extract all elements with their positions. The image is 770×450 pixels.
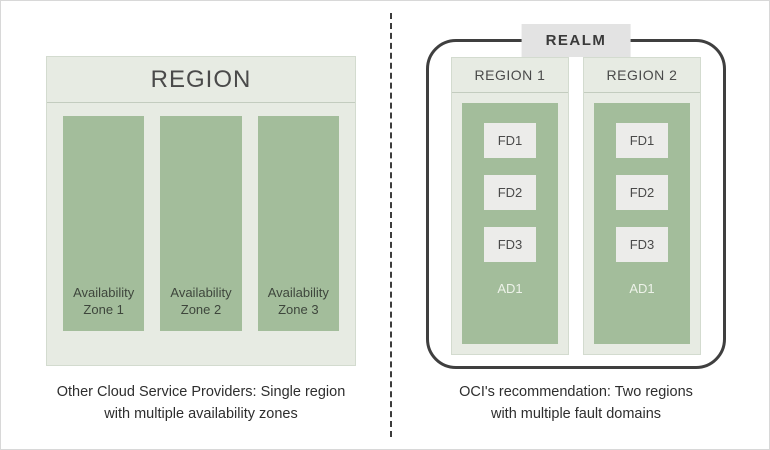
- region-box: REGION Availability Zone 1 Availability …: [46, 56, 356, 366]
- region-2-title: REGION 2: [584, 58, 700, 93]
- region-1-title: REGION 1: [452, 58, 568, 93]
- dashed-divider: [390, 13, 392, 437]
- caption-right-line1: OCI's recommendation: Two regions: [459, 384, 693, 400]
- realm-label: REALM: [521, 24, 631, 57]
- caption-right-line2: with multiple fault domains: [490, 405, 662, 422]
- fault-domain-box: FD3: [616, 227, 668, 262]
- availability-zone-2: Availability Zone 2: [160, 116, 242, 331]
- caption-left-line1: Other Cloud Service Providers: Single re…: [56, 384, 346, 400]
- realm-regions: REGION 1 FD1 FD2 FD3 AD1 REGION 2 FD1 FD…: [429, 42, 723, 366]
- realm-container: REALM REGION 1 FD1 FD2 FD3 AD1 REGION 2 …: [426, 24, 726, 369]
- fault-domain-box: FD3: [484, 227, 536, 262]
- availability-domain-label: AD1: [497, 281, 523, 296]
- region-column-2: REGION 2 FD1 FD2 FD3 AD1: [583, 57, 701, 355]
- caption-left: Other Cloud Service Providers: Single re…: [46, 382, 356, 426]
- caption-left-line2: with multiple availability zones: [104, 405, 298, 422]
- availability-domain-label: AD1: [629, 281, 655, 296]
- region-2-domain-box: FD1 FD2 FD3 AD1: [594, 103, 690, 344]
- fault-domain-box: FD2: [484, 175, 536, 210]
- region-1-domain-box: FD1 FD2 FD3 AD1: [462, 103, 558, 344]
- availability-zone-3: Availability Zone 3: [257, 116, 339, 331]
- region-title: REGION: [47, 57, 355, 103]
- fault-domain-box: FD1: [484, 123, 536, 158]
- availability-zones: Availability Zone 1 Availability Zone 2 …: [63, 116, 339, 331]
- caption-right: OCI's recommendation: Two regions with m…: [426, 382, 726, 426]
- region-column-1: REGION 1 FD1 FD2 FD3 AD1: [451, 57, 569, 355]
- fault-domain-box: FD1: [616, 123, 668, 158]
- fault-domain-box: FD2: [616, 175, 668, 210]
- availability-zone-1: Availability Zone 1: [63, 116, 145, 331]
